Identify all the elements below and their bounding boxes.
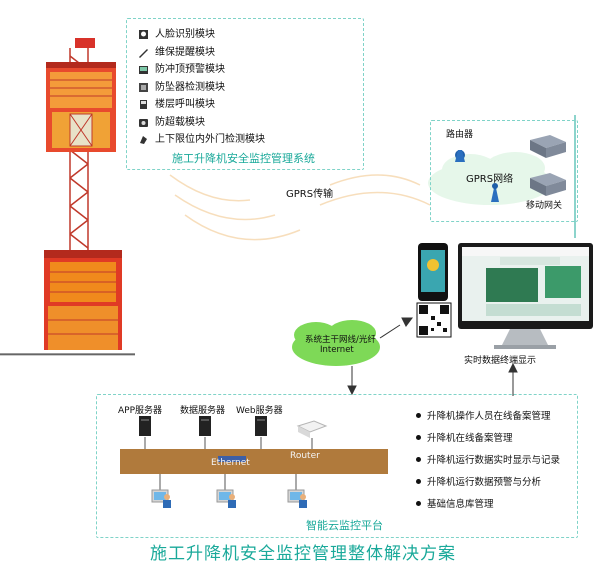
router-device-icon [296, 420, 328, 438]
call-icon [138, 99, 149, 110]
scale-icon [138, 117, 149, 128]
connection-arrows [347, 317, 518, 396]
web-server-icon [255, 416, 267, 436]
app-server-label: APP服务器 [118, 406, 163, 416]
ethernet-bus [120, 449, 388, 474]
workstation-icon-2 [216, 489, 236, 508]
module-item: 人脸识别模块 [138, 26, 265, 44]
bullet-icon [416, 500, 421, 506]
feature-item: 基础信息库管理 [416, 492, 560, 514]
app-server-icon [139, 416, 151, 436]
backbone-line2: Internet [320, 345, 354, 355]
workstation-icon-3 [287, 489, 307, 508]
router-icon [455, 150, 465, 162]
door-icon [138, 134, 149, 145]
mobile-gateway-icon [530, 173, 566, 196]
data-server-icon [199, 416, 211, 436]
module-item: 防坠器检测模块 [138, 79, 265, 97]
router-bus-label: Router [290, 451, 320, 461]
backbone-line1: 系统主干网线/光纤 [305, 335, 376, 345]
qr-code [416, 302, 452, 338]
feature-item: 升降机操作人员在线备案管理 [416, 404, 560, 426]
gprs-network-label: GPRS网络 [466, 174, 514, 185]
warning-icon [138, 64, 149, 75]
network-switch-icon [530, 135, 566, 158]
bullet-icon [416, 412, 421, 418]
face-icon [138, 29, 149, 40]
module-item: 维保提醒模块 [138, 44, 265, 62]
bullet-icon [416, 434, 421, 440]
ethernet-switch-icon [218, 456, 246, 462]
internet-cloud [292, 320, 380, 366]
system-title: 施工升降机安全监控管理系统 [172, 152, 315, 165]
network-panel [430, 120, 578, 222]
cloud-platform-panel [96, 394, 578, 538]
mobile-gateway-label: 移动网关 [526, 201, 563, 211]
module-item: 上下限位内外门检测模块 [138, 131, 265, 149]
platform-title: 智能云监控平台 [306, 519, 383, 532]
module-item: 防冲顶预警模块 [138, 61, 265, 79]
module-list: 人脸识别模块 维保提醒模块 防冲顶预警模块 防坠器检测模块 楼层呼叫模块 防超载… [138, 26, 265, 149]
module-panel [126, 18, 364, 170]
detector-icon [138, 82, 149, 93]
terminal-label: 实时数据终端显示 [464, 356, 537, 366]
smartphone-icon [418, 243, 448, 301]
monitor-icon [458, 243, 593, 349]
feature-item: 升降机在线备案管理 [416, 426, 560, 448]
ethernet-label: Ethernet [211, 458, 250, 468]
lower-cage [44, 250, 122, 350]
workstation-icon-1 [151, 489, 171, 508]
module-item: 楼层呼叫模块 [138, 96, 265, 114]
upper-cage [46, 62, 116, 152]
feature-list: 升降机操作人员在线备案管理 升降机在线备案管理 升降机运行数据实时显示与记录 升… [416, 404, 560, 514]
feature-item: 升降机运行数据实时显示与记录 [416, 448, 560, 470]
router-label: 路由器 [446, 130, 474, 140]
bullet-icon [416, 478, 421, 484]
web-server-label: Web服务器 [236, 406, 283, 416]
gprs-transmit-label: GPRS传输 [286, 189, 334, 200]
main-title: 施工升降机安全监控管理整体解决方案 [150, 544, 456, 564]
bullet-icon [416, 456, 421, 462]
feature-item: 升降机运行数据预警与分析 [416, 470, 560, 492]
tower-antenna-icon [491, 183, 499, 202]
module-item: 防超载模块 [138, 114, 265, 132]
data-server-label: 数据服务器 [180, 406, 226, 416]
gprs-wave-arcs [169, 174, 431, 241]
wrench-icon [138, 47, 149, 58]
